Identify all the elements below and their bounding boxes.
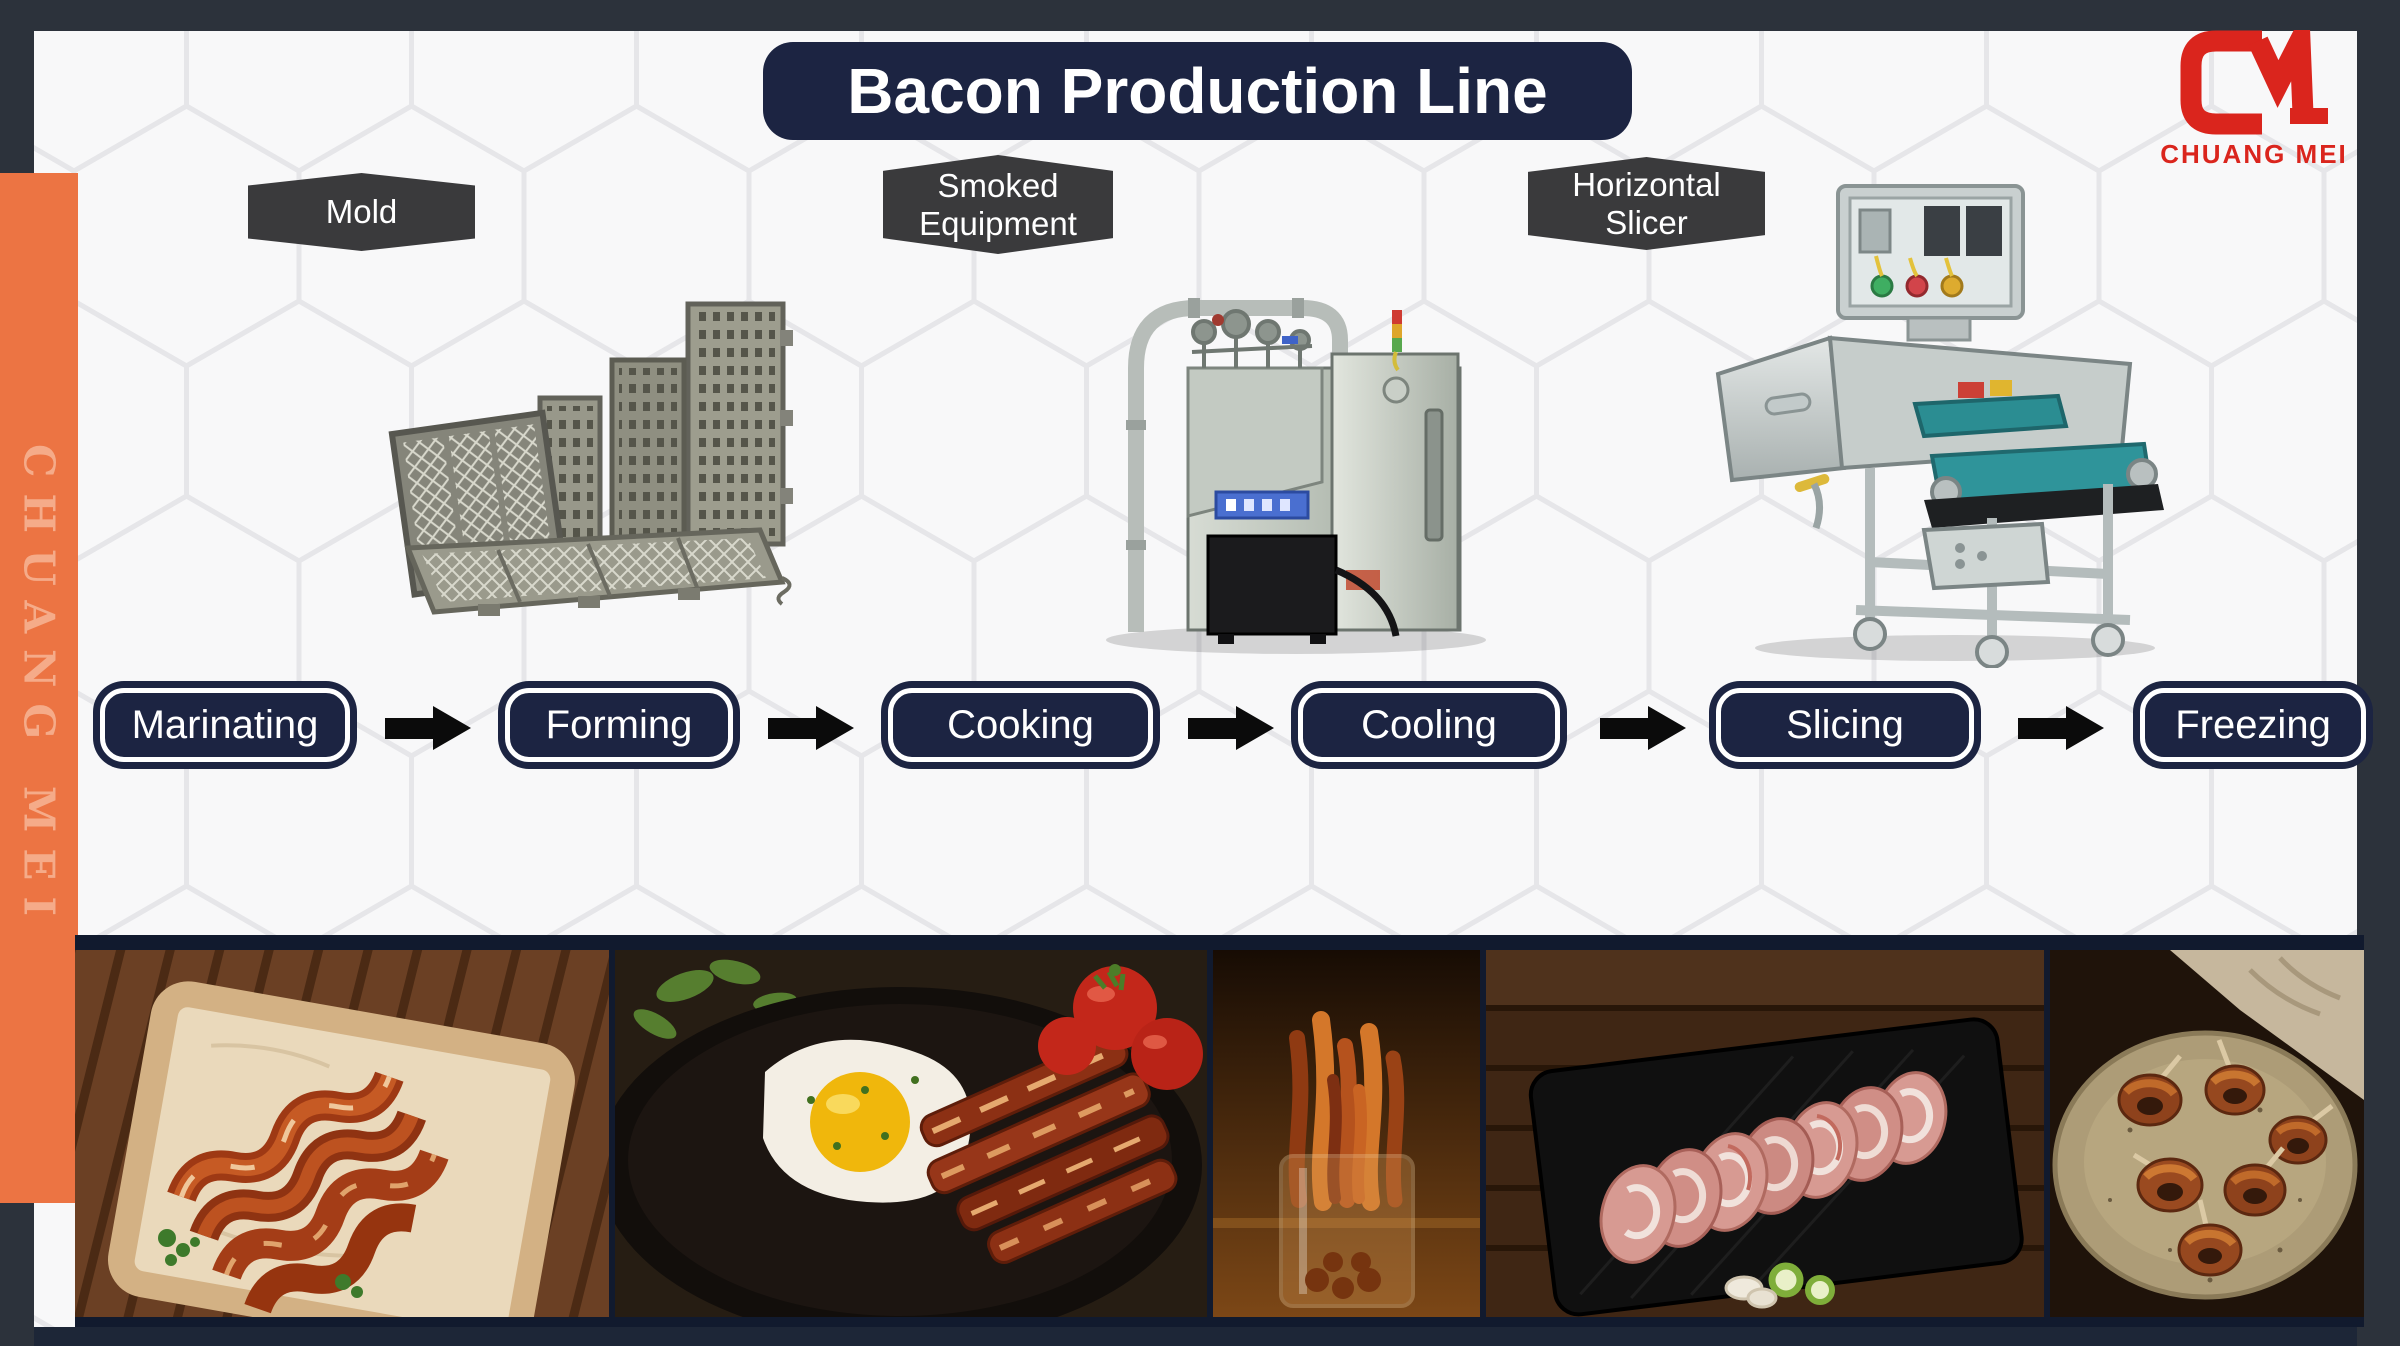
flow-arrow-icon <box>1600 706 1686 750</box>
logo-wordmark: CHUANG MEI <box>2160 139 2348 169</box>
smoked-equipment-image <box>1106 298 1486 654</box>
company-logo: CHUANG MEI <box>2148 30 2360 170</box>
step-slicing: Slicing <box>1716 688 1974 762</box>
label-mold: Mold <box>248 173 475 251</box>
flow-arrow-icon <box>2018 706 2104 750</box>
flow-arrow-icon <box>768 706 854 750</box>
horizontal-slicer-image <box>1715 184 2164 668</box>
cm-logo-icon <box>2180 30 2328 135</box>
step-cooking: Cooking <box>888 688 1153 762</box>
photo-fried-egg-with-bacon-in-pan <box>615 950 1207 1317</box>
food-photo-strip <box>75 935 2364 1327</box>
photo-raw-bacon-rolls-on-black-plate <box>1486 950 2044 1317</box>
flow-arrow-icon <box>1188 706 1274 750</box>
page-title: Bacon Production Line <box>847 55 1548 127</box>
brand-sidebar: CHUANG MEI <box>0 173 78 1203</box>
step-marinating: Marinating <box>100 688 350 762</box>
sidebar-vertical-text: CHUANG MEI <box>14 443 64 933</box>
step-forming: Forming <box>505 688 733 762</box>
mold-equipment-image <box>388 301 793 616</box>
label-horizontal-slicer: Horizontal Slicer <box>1528 157 1765 250</box>
flow-arrow-icon <box>385 706 471 750</box>
step-cooling: Cooling <box>1298 688 1560 762</box>
page-title-banner: Bacon Production Line <box>763 42 1632 140</box>
photo-bacon-wrapped-bites-on-plate <box>2050 950 2364 1317</box>
photo-crispy-bacon-on-cutting-board <box>75 950 609 1317</box>
step-freezing: Freezing <box>2140 688 2366 762</box>
bottom-accent-bar <box>34 1327 2357 1346</box>
label-smoked-equipment: Smoked Equipment <box>883 155 1113 254</box>
photo-bacon-strips-in-glass <box>1213 950 1480 1317</box>
